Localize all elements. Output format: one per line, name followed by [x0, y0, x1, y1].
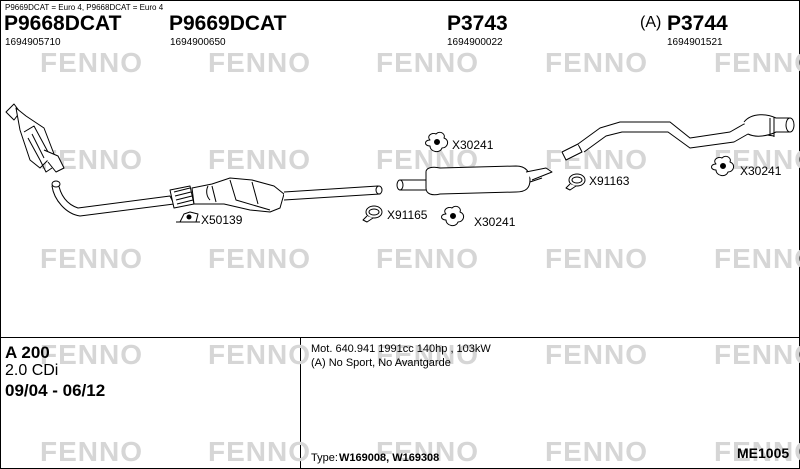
rubber-hanger-c — [441, 205, 465, 227]
catalyst-p9668dcat — [5, 103, 65, 173]
motor-details: Mot. 640.941 1991cc 140hp , 103kW — [311, 343, 491, 355]
fenno-watermark: FENNO — [714, 339, 800, 370]
part-code-p3743: P3743 — [447, 12, 508, 35]
type-label: Type: — [311, 452, 338, 464]
fenno-watermark: FENNO — [376, 47, 479, 78]
rubber-hanger-b — [711, 155, 735, 177]
variant-note: (A) No Sport, No Avantgarde — [311, 357, 451, 369]
part-number-p9668dcat: 1694905710 — [5, 37, 61, 48]
fenno-watermark: FENNO — [545, 436, 648, 467]
label-x30241-a: X30241 — [452, 138, 494, 152]
fenno-watermark: FENNO — [208, 47, 311, 78]
silencer-p3743 — [396, 165, 553, 196]
fenno-watermark: FENNO — [208, 339, 311, 370]
vehicle-years: 09/04 - 06/12 — [5, 381, 106, 400]
fenno-watermark: FENNO — [714, 243, 800, 274]
part-code-p9669dcat: P9669DCAT — [169, 12, 287, 35]
part-code-p3744: P3744 — [667, 12, 728, 35]
fenno-watermark: FENNO — [208, 243, 311, 274]
mount-x50139 — [176, 211, 200, 223]
catalyst-p9669dcat — [169, 177, 383, 213]
fenno-watermark: FENNO — [376, 243, 479, 274]
fenno-watermark: FENNO — [545, 339, 648, 370]
label-x91163: X91163 — [589, 174, 630, 188]
fenno-watermark: FENNO — [40, 47, 143, 78]
part-number-p3744: 1694901521 — [667, 37, 723, 48]
label-x30241-c: X30241 — [474, 215, 516, 229]
fenno-watermark: FENNO — [714, 436, 800, 467]
label-x30241-b: X30241 — [740, 164, 782, 178]
type-value: W169008, W169308 — [339, 452, 440, 464]
part-number-p9669dcat: 1694900650 — [170, 37, 226, 48]
fenno-watermark: FENNO — [545, 144, 648, 175]
euro-note: P9669DCAT = Euro 4, P9668DCAT = Euro 4 — [5, 3, 164, 12]
fenno-watermark: FENNO — [40, 339, 143, 370]
rear-pipe-p3744 — [561, 114, 795, 161]
part-number-p3743: 1694900022 — [447, 37, 503, 48]
label-x50139: X50139 — [201, 213, 243, 227]
divider-horizontal — [0, 337, 800, 338]
rubber-hanger-a — [425, 131, 449, 153]
fenno-watermark: FENNO — [208, 144, 311, 175]
clamp-x91163 — [565, 173, 586, 191]
fenno-watermark: FENNO — [208, 436, 311, 467]
part-code-p9668dcat: P9668DCAT — [4, 12, 122, 35]
fenno-watermark: FENNO — [714, 47, 800, 78]
fenno-watermark: FENNO — [545, 47, 648, 78]
fenno-watermark: FENNO — [40, 243, 143, 274]
fenno-watermark: FENNO — [40, 436, 143, 467]
fenno-watermark: FENNO — [376, 339, 479, 370]
front-pipe — [51, 180, 175, 217]
vehicle-model: A 200 — [5, 343, 50, 362]
reference-code: ME1005 — [737, 445, 790, 461]
divider-vertical — [300, 337, 301, 469]
vehicle-engine: 2.0 CDi — [5, 362, 59, 379]
fenno-watermark: FENNO — [376, 436, 479, 467]
fenno-watermark: FENNO — [545, 243, 648, 274]
label-x91165: X91165 — [387, 208, 428, 222]
clamp-x91165 — [362, 205, 383, 223]
part-prefix-p3744: (A) — [640, 14, 662, 31]
